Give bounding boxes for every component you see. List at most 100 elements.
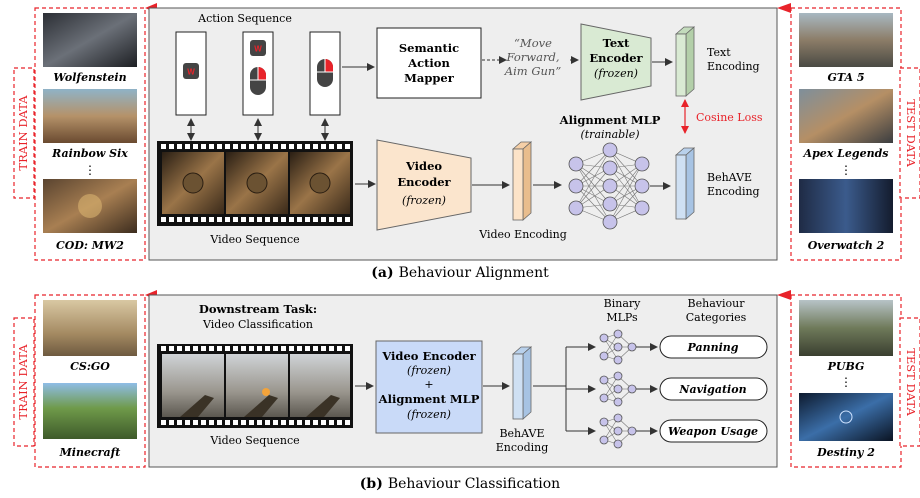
film-sprocket-hole (201, 217, 206, 222)
svg-text:(frozen): (frozen) (407, 408, 451, 421)
film-sprocket-hole (217, 217, 222, 222)
action-card-1: W (175, 31, 207, 116)
ellipsis-test-a: ⋮ (840, 163, 852, 177)
action-card-3 (309, 31, 341, 116)
film-sprocket-hole (241, 217, 246, 222)
network-neuron (599, 435, 609, 445)
svg-text:Encoder: Encoder (397, 175, 451, 189)
film-sprocket-hole (225, 217, 230, 222)
network-neuron (568, 156, 584, 172)
ellipsis-train-a: ⋮ (84, 163, 96, 177)
film-sprocket-hole (217, 420, 222, 425)
film-sprocket-hole (321, 217, 326, 222)
game-label-destiny2: Destiny 2 (816, 446, 875, 459)
film-sprocket-hole (281, 346, 286, 351)
text-encoding-bar (674, 26, 696, 97)
behave-encoding-bar-b (511, 346, 533, 420)
cosine-loss-label: Cosine Loss (696, 111, 763, 124)
binary-mlp-2 (599, 371, 637, 407)
wolfenstein-thumbnail (43, 13, 137, 67)
film-sprocket-hole (225, 346, 230, 351)
network-neuron (599, 375, 609, 385)
film-sprocket-hole (241, 420, 246, 425)
network-neuron (634, 156, 650, 172)
behave-encoding-bar-a (674, 147, 696, 220)
binary-mlps-label-2: MLPs (606, 311, 638, 324)
network-neuron (602, 214, 618, 230)
film-sprocket-hole (313, 144, 318, 149)
network-edge (575, 185, 611, 223)
film-sprocket-hole (161, 144, 166, 149)
network-neuron (627, 342, 637, 352)
keyboard-key-icon (183, 63, 199, 79)
film-sprocket-hole (209, 346, 214, 351)
svg-text:Weapon Usage: Weapon Usage (668, 425, 758, 438)
film-sprocket-hole (265, 420, 270, 425)
svg-text:Action: Action (407, 56, 450, 70)
film-sprocket-hole (257, 420, 262, 425)
red-pointer-arrow (777, 290, 791, 300)
film-sprocket-hole (185, 144, 190, 149)
network-neuron (627, 384, 637, 394)
network-neuron (599, 393, 609, 403)
network-edge (609, 149, 643, 187)
network-neuron (602, 178, 618, 194)
film-sprocket-hole (337, 420, 342, 425)
film-sprocket-hole (209, 144, 214, 149)
film-sprocket-hole (297, 346, 302, 351)
svg-text:(frozen): (frozen) (407, 364, 451, 377)
film-sprocket-hole (289, 144, 294, 149)
game-label-apex-legends: Apex Legends (803, 147, 889, 160)
key-w-glyph: W (187, 68, 195, 77)
film-sprocket-hole (337, 217, 342, 222)
film-sprocket-hole (321, 346, 326, 351)
svg-text:Forward,: Forward, (506, 50, 560, 64)
film-sprocket-hole (345, 217, 350, 222)
video-filmstrip-b (157, 344, 353, 428)
film-sprocket-hole (281, 420, 286, 425)
network-edge (575, 149, 611, 187)
film-sprocket-hole (289, 420, 294, 425)
network-neuron (599, 417, 609, 427)
destiny2-thumbnail (799, 393, 893, 441)
film-sprocket-hole (329, 144, 334, 149)
mouse-right-click-icon (250, 67, 266, 95)
film-sprocket-hole (281, 217, 286, 222)
network-edge (575, 149, 611, 209)
category-panning: Panning (659, 335, 768, 359)
film-sprocket-hole (337, 144, 342, 149)
film-sprocket-hole (297, 420, 302, 425)
film-sprocket-hole (313, 420, 318, 425)
svg-text:(frozen): (frozen) (402, 194, 446, 207)
film-sprocket-hole (329, 420, 334, 425)
film-sprocket-hole (233, 217, 238, 222)
film-sprocket-hole (265, 144, 270, 149)
network-neuron (602, 160, 618, 176)
game-label-minecraft: Minecraft (59, 446, 121, 459)
svg-text:Video Encoder: Video Encoder (381, 349, 476, 363)
film-sprocket-hole (297, 217, 302, 222)
network-neuron (613, 342, 623, 352)
network-edge (609, 163, 643, 223)
network-edge (609, 163, 643, 205)
film-sprocket-hole (177, 217, 182, 222)
category-navigation: Navigation (659, 377, 768, 401)
text-encoding-label-2: Encoding (707, 60, 760, 73)
svg-text:Navigation: Navigation (678, 383, 746, 396)
behave-encoding-label-b-2: Encoding (496, 441, 549, 454)
film-sprocket-hole (161, 420, 166, 425)
semantic-action-mapper-box: Semantic Action Mapper (376, 27, 482, 99)
film-sprocket-hole (321, 144, 326, 149)
binary-mlps-label: Binary (604, 297, 642, 310)
game-label-wolfenstein: Wolfenstein (53, 71, 126, 84)
svg-text:Encoder: Encoder (589, 51, 643, 65)
network-neuron (568, 178, 584, 194)
branch-arrows (533, 343, 596, 435)
mouse-right-click-icon (317, 59, 333, 87)
test-data-label-b: TEST DATA (904, 348, 918, 416)
trainable-label: (trainable) (580, 128, 639, 141)
network-edge (609, 185, 643, 223)
network-neuron (613, 371, 623, 381)
binary-mlp-3 (599, 413, 637, 449)
network-edge (575, 167, 611, 209)
